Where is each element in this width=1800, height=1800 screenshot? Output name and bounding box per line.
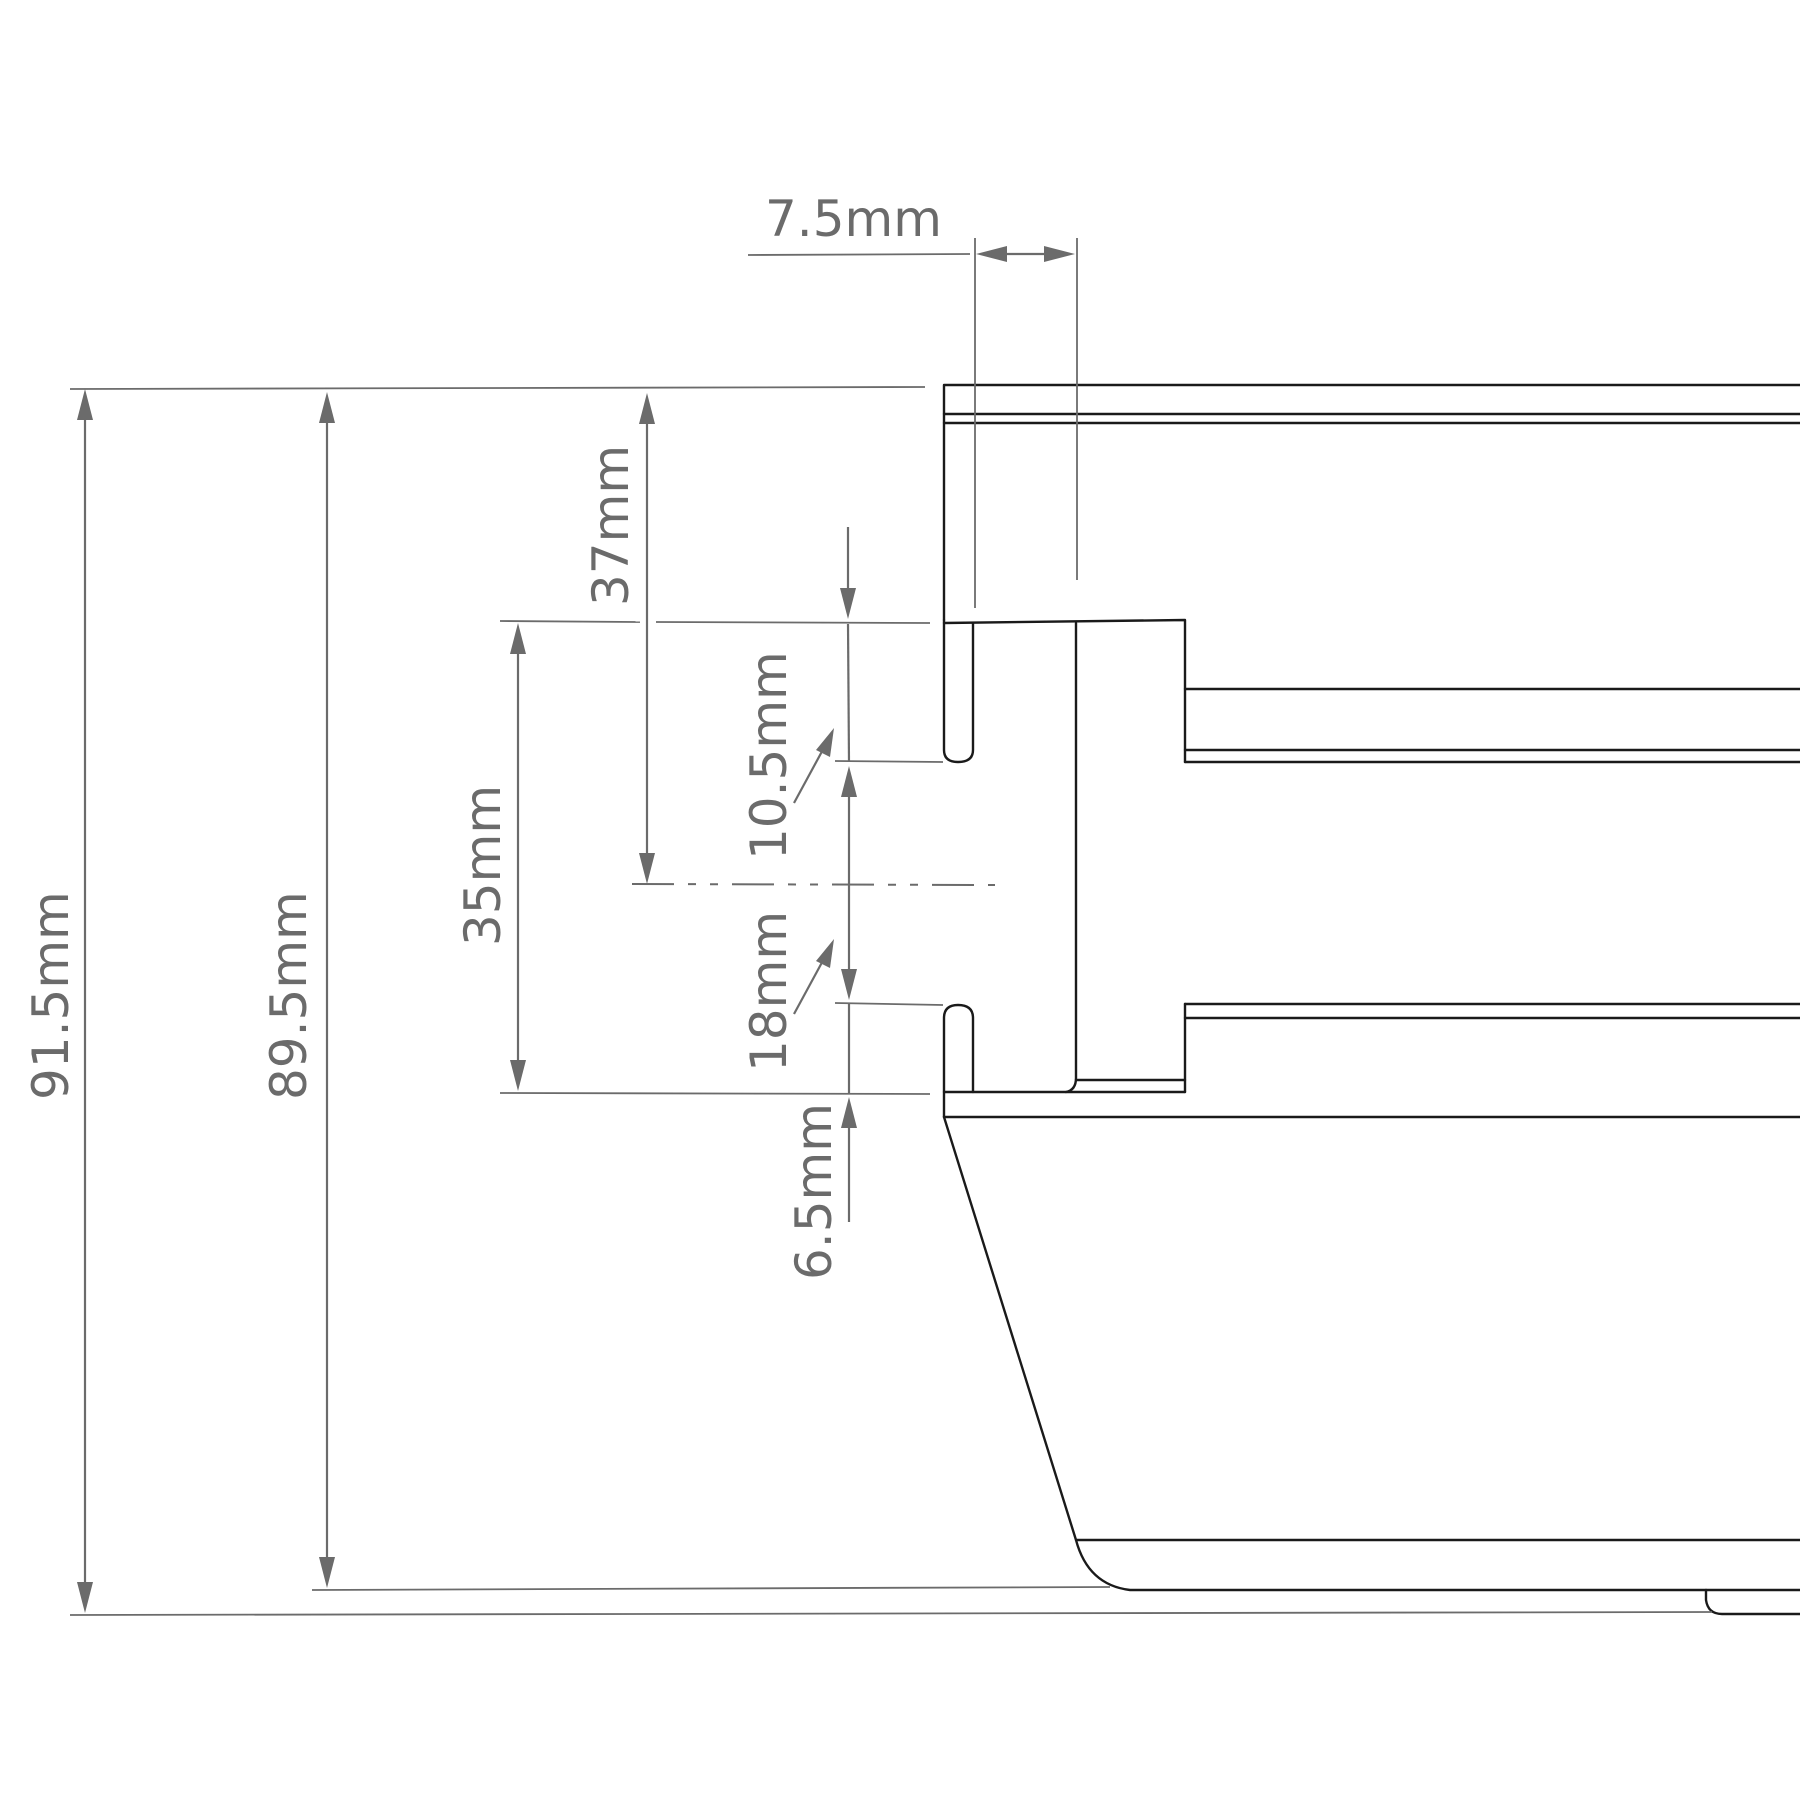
web-top: [942, 618, 1187, 764]
leader-18: [793, 954, 827, 1015]
top-flange-outline: [942, 383, 1800, 622]
extension-lines: [69, 238, 1713, 1616]
ext-slot-top-left: [499, 620, 641, 623]
ext-lower-gap: [834, 1002, 944, 1006]
arrowhead: [816, 728, 834, 757]
ext-top: [69, 386, 926, 390]
label-89-5mm: 89.5mm: [260, 891, 318, 1100]
foot: [1704, 1588, 1800, 1616]
label-91-5mm: 91.5mm: [22, 891, 80, 1100]
ext-inner-bottom: [311, 1586, 1111, 1591]
arrowhead: [841, 1097, 857, 1128]
label-37mm: 37mm: [582, 445, 640, 606]
dim-line-10-5-mid: [846, 623, 851, 763]
arrowhead: [841, 969, 857, 1000]
arrowhead: [77, 1582, 93, 1613]
dimension-lines: [77, 246, 1075, 1613]
arrowhead: [319, 392, 335, 423]
label-35mm: 35mm: [454, 785, 512, 946]
tapered-body: [942, 1115, 1800, 1592]
arrowhead: [816, 939, 834, 968]
arrowhead: [841, 766, 857, 797]
arrowhead: [639, 393, 655, 424]
arrowhead: [976, 246, 1007, 262]
leader-10-5: [793, 743, 827, 804]
arrowhead: [319, 1557, 335, 1588]
arrowhead: [510, 623, 526, 654]
lower-lip: [942, 1003, 975, 1119]
label-6-5mm: 6.5mm: [785, 1103, 843, 1280]
arrowhead: [840, 588, 856, 619]
arrowhead: [1044, 246, 1075, 262]
ext-upper-gap: [834, 760, 944, 763]
arrowhead: [510, 1060, 526, 1091]
arrowhead: [77, 389, 93, 420]
ext-slot-top-right: [655, 621, 931, 624]
ext-bottom: [69, 1611, 1713, 1616]
upper-lip: [942, 618, 975, 764]
dimension-labels: 7.5mm 91.5mm 89.5mm 37mm 35mm 10.5mm 18m…: [22, 190, 942, 1280]
label-10-5mm: 10.5mm: [740, 651, 798, 860]
ext-slot-bottom: [499, 1092, 931, 1095]
label-18mm: 18mm: [740, 911, 798, 1072]
center-line: [631, 883, 996, 886]
ext-7-5-leader: [747, 253, 971, 256]
label-7-5mm: 7.5mm: [765, 190, 942, 248]
arrowhead: [639, 853, 655, 884]
profile-outline: [942, 383, 1800, 1616]
web-vertical: [1064, 621, 1078, 1094]
